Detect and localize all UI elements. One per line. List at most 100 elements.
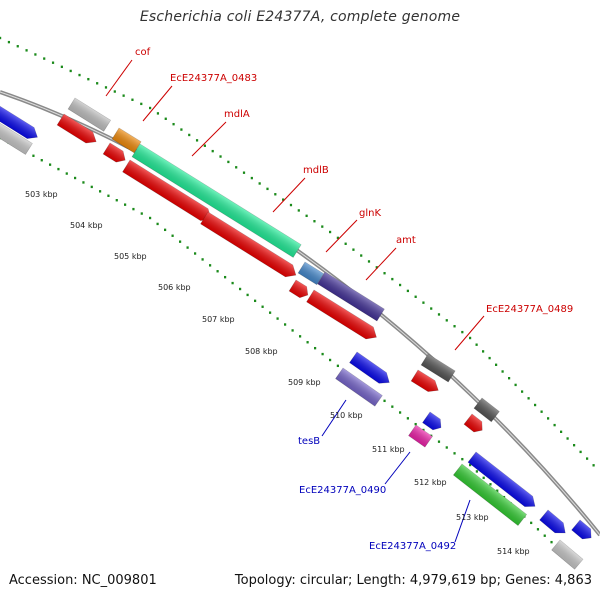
inner-tick <box>482 476 485 480</box>
outer-tick <box>211 149 214 153</box>
callout-glnk <box>325 219 358 253</box>
feature-ece24377a-0489 <box>420 353 456 383</box>
outer-tick <box>78 73 81 77</box>
outer-tick <box>235 166 238 169</box>
outer-tick <box>195 139 199 142</box>
gene-label-mdla: mdlA <box>224 109 250 120</box>
callout-ece24377a-0492 <box>454 499 471 543</box>
inner-tick <box>132 207 135 211</box>
feature-tesb <box>335 367 383 407</box>
inner-tick <box>536 528 540 531</box>
outer-tick <box>445 319 448 322</box>
outer-tick <box>437 313 441 316</box>
tick-label: 509 kbp <box>288 378 321 387</box>
outer-tick <box>203 144 206 147</box>
inner-tick <box>90 185 93 189</box>
inner-tick <box>82 181 85 184</box>
inner-tick <box>550 540 553 544</box>
inner-tick <box>32 154 35 157</box>
feature-red-4 <box>306 289 377 340</box>
feature-blue-1 <box>349 351 390 384</box>
outer-tick <box>508 377 511 380</box>
inner-tick <box>186 246 189 249</box>
inner-tick <box>543 534 546 537</box>
feature-mdla <box>131 143 302 258</box>
outer-tick <box>375 266 378 269</box>
outer-tick <box>60 65 63 69</box>
tick-label: 512 kbp <box>414 478 447 487</box>
inner-tick <box>414 422 417 426</box>
outer-tick <box>188 133 191 137</box>
outer-tick <box>495 363 498 366</box>
inner-tick <box>254 299 257 303</box>
features <box>0 97 592 570</box>
outer-tick <box>87 77 90 81</box>
tick-labels: 503 kbp 504 kbp 505 kbp 506 kbp 507 kbp … <box>25 190 530 556</box>
inner-tick <box>306 341 309 344</box>
outer-tick <box>527 397 530 400</box>
outer-tick <box>586 457 589 460</box>
callout-cof <box>105 59 133 97</box>
accession-text: Accession: NC_009801 <box>9 573 157 588</box>
outer-tick <box>113 90 116 93</box>
callout-ece24377a-0489 <box>454 315 485 351</box>
outer-tick <box>104 86 108 89</box>
outer-tick <box>219 155 222 158</box>
outer-tick <box>453 325 456 328</box>
inner-tick <box>246 293 249 297</box>
outer-tick <box>227 160 230 164</box>
outer-tick <box>344 242 347 245</box>
inner-tick <box>469 463 472 467</box>
gene-label-amt: amt <box>396 235 416 246</box>
outer-tick <box>501 370 504 373</box>
inner-tick <box>496 489 499 492</box>
outer-tick <box>399 283 402 287</box>
inner-tick <box>261 305 264 308</box>
outer-tick <box>414 295 417 298</box>
outer-tick <box>122 94 125 97</box>
outer-tick-ring <box>0 36 595 467</box>
callout-mdlb <box>272 177 306 213</box>
feature-glnk <box>297 261 325 286</box>
tick-label: 506 kbp <box>158 283 191 292</box>
callout-tesb <box>321 399 347 437</box>
outer-tick <box>430 307 433 310</box>
feature-ece24377a-0490 <box>408 424 433 448</box>
callout-ece24377a-0490 <box>384 451 411 485</box>
inner-tick <box>445 446 448 449</box>
inner-tick <box>65 172 68 175</box>
inner-tick <box>391 405 394 408</box>
callouts <box>105 59 485 543</box>
inner-tick <box>201 258 204 261</box>
inner-tick <box>40 159 43 162</box>
callout-mdla <box>191 121 227 157</box>
outer-tick <box>305 214 308 218</box>
outer-tick <box>406 289 409 293</box>
inner-tick <box>171 234 174 237</box>
outer-tick <box>96 82 99 85</box>
tick-label: 505 kbp <box>114 252 147 261</box>
inner-tick <box>156 222 159 226</box>
outer-tick <box>592 464 595 467</box>
outer-tick <box>242 171 246 174</box>
feature-blue-5 <box>571 519 592 540</box>
gene-labels-forward: cof EcE24377A_0483 mdlA mdlB glnK amt Ec… <box>135 47 573 315</box>
feature-gray-1 <box>67 97 112 132</box>
inner-tick <box>329 358 332 362</box>
outer-tick <box>172 122 175 126</box>
feature-blue-2 <box>422 411 442 431</box>
callout-amt <box>365 247 397 281</box>
inner-tick <box>489 483 492 486</box>
outer-tick <box>156 112 160 115</box>
feature-mdlb-b <box>200 211 297 278</box>
inner-tick <box>299 335 302 338</box>
feature-gray-3 <box>551 539 584 570</box>
genome-summary-text: Topology: circular; Length: 4,979,619 bp… <box>234 573 592 588</box>
outer-tick <box>69 69 72 73</box>
outer-tick <box>282 198 285 201</box>
inner-tick <box>269 311 272 314</box>
outer-tick <box>553 423 556 427</box>
inner-tick <box>179 240 182 243</box>
feature-ece24377a-0492 <box>452 463 528 526</box>
inner-tick <box>140 212 143 215</box>
